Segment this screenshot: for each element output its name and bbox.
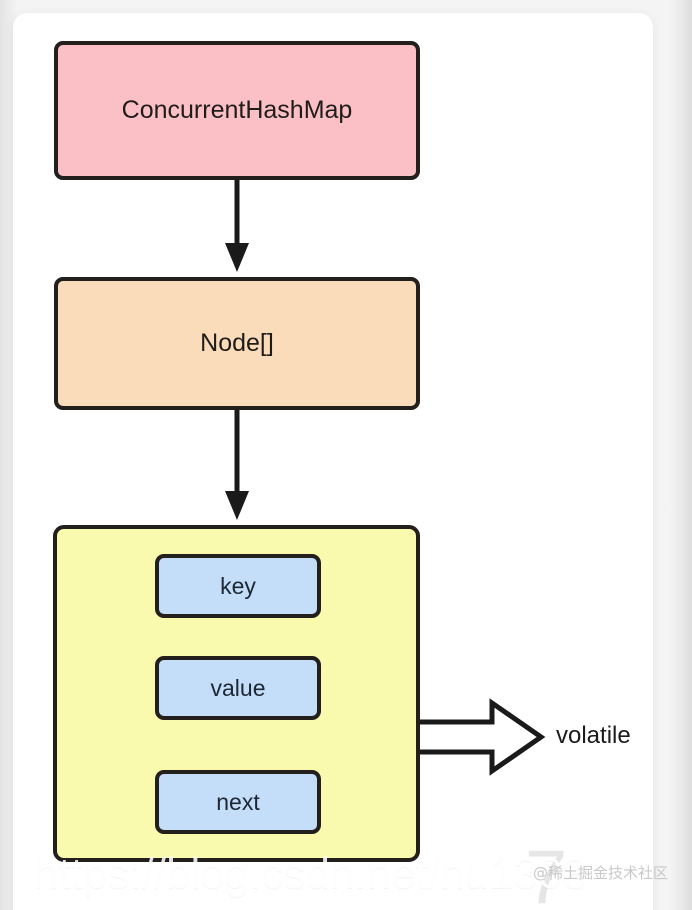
node-node-array-label: Node[] [200,329,274,357]
field-key-label: key [220,572,256,599]
volatile-annotation: volatile [556,722,631,749]
watermark-community: @稀土掘金技术社区 [533,864,669,882]
node-concurrenthashmap-label: ConcurrentHashMap [121,96,353,124]
field-value-label: value [210,674,266,701]
node-concurrenthashmap: ConcurrentHashMap [54,41,420,180]
watermark-ghost-number: 7 [525,835,567,910]
field-next: next [155,770,321,834]
field-next-label: next [216,788,260,815]
node-node-array: Node[] [54,277,420,410]
field-value: value [155,656,321,720]
field-key: key [155,554,321,618]
watermark-url: https://blog.csdn.net/hu1308 [34,849,587,898]
